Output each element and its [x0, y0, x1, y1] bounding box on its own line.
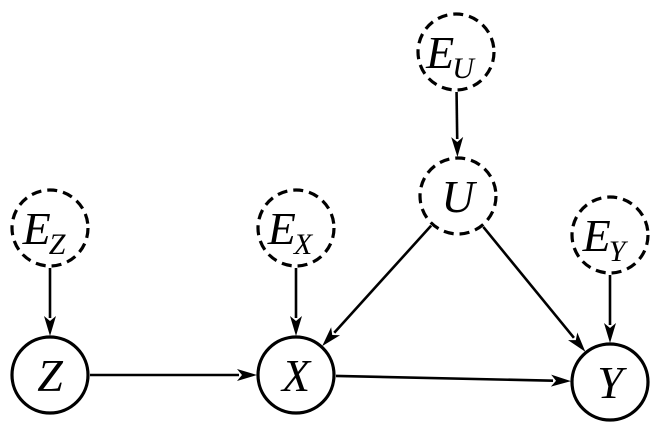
node-label-eu: EU	[425, 27, 476, 85]
node-label-u: U	[441, 171, 477, 222]
node-circle-ez	[10, 188, 90, 268]
edge-u-to-x	[322, 224, 433, 347]
arrow-head	[604, 323, 616, 343]
node-circle-ey	[570, 195, 650, 275]
node-circle-u	[418, 156, 498, 236]
node-label-main: Z	[37, 350, 63, 401]
node-eu: EU	[416, 12, 496, 92]
arrow-head	[550, 374, 572, 387]
edge-ez-to-z	[44, 268, 56, 336]
edges-layer	[44, 91, 616, 387]
node-label-main: E	[22, 203, 51, 254]
edge-ey-to-y	[604, 275, 616, 343]
node-circle-ex	[256, 188, 336, 268]
node-label-main: E	[582, 210, 611, 261]
node-label-subscript: Y	[609, 235, 629, 268]
arrow-head	[322, 327, 341, 347]
node-label-ey: EY	[582, 210, 629, 268]
node-label-ez: EZ	[22, 203, 66, 261]
node-label-subscript: U	[452, 52, 476, 85]
edge-line	[455, 91, 459, 140]
edge-ex-to-x	[290, 268, 302, 336]
node-label-main: E	[425, 27, 454, 78]
node-y: Y	[570, 342, 650, 422]
node-circle-z	[10, 335, 90, 415]
arrow-head	[44, 316, 56, 336]
node-label-main: X	[280, 350, 312, 401]
node-label-main: U	[441, 171, 477, 222]
node-u: U	[418, 156, 498, 236]
node-circle-y	[570, 342, 650, 422]
node-label-main: Y	[597, 357, 627, 408]
node-label-y: Y	[597, 357, 627, 408]
node-label-z: Z	[37, 350, 63, 401]
edge-u-to-y	[482, 226, 586, 352]
node-ex: EX	[256, 188, 336, 268]
edge-z-to-x	[90, 369, 257, 381]
edge-line	[482, 226, 575, 339]
node-label-subscript: X	[293, 228, 314, 261]
edge-line	[333, 224, 433, 334]
edge-eu-to-u	[451, 91, 464, 158]
arrow-head	[237, 369, 257, 381]
node-circle-x	[256, 335, 336, 415]
arrow-head	[451, 136, 464, 158]
node-label-ex: EX	[267, 203, 314, 261]
node-x: X	[256, 335, 336, 415]
arrow-head	[290, 316, 302, 336]
edge-x-to-y	[335, 374, 572, 387]
node-label-main: E	[267, 203, 296, 254]
edge-line	[335, 374, 554, 383]
node-label-x: X	[280, 350, 312, 401]
node-ez: EZ	[10, 188, 90, 268]
node-ey: EY	[570, 195, 650, 275]
node-circle-eu	[416, 12, 496, 92]
node-z: Z	[10, 335, 90, 415]
node-label-subscript: Z	[49, 228, 66, 261]
arrow-head	[568, 332, 586, 352]
